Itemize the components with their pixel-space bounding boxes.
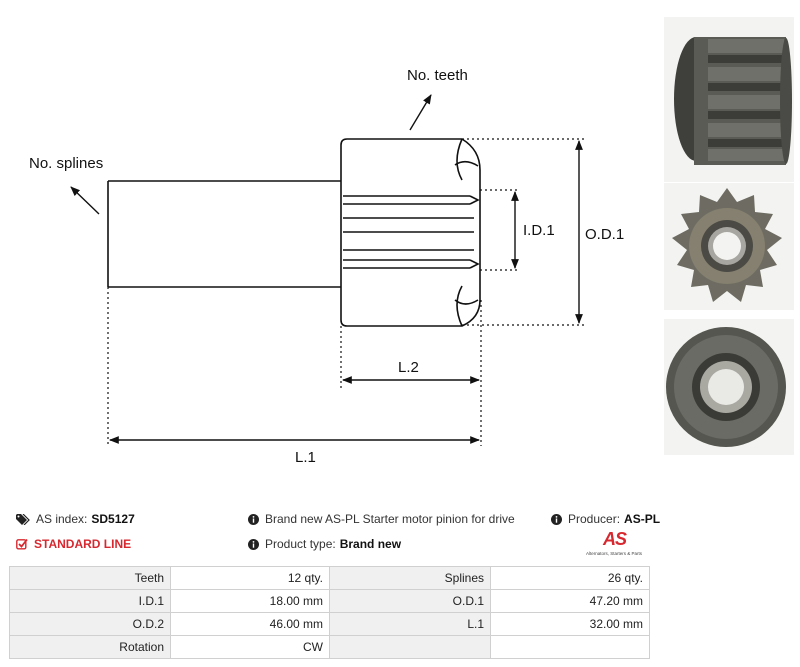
table-row: Teeth 12 qty. Splines 26 qty.	[9, 566, 650, 590]
no-splines-label: No. splines	[29, 155, 103, 172]
logo-tagline: Alternators, Starters & Parts	[586, 551, 643, 556]
spec-label: O.D.1	[329, 589, 491, 613]
spec-value: 18.00 mm	[170, 589, 330, 613]
l2-label: L.2	[398, 359, 419, 376]
spec-value: 12 qty.	[170, 566, 330, 590]
product-type-row: Product type: Brand new	[248, 537, 401, 551]
spec-label: Rotation	[9, 635, 171, 659]
spec-value	[490, 635, 650, 659]
product-photo-back[interactable]	[664, 319, 794, 455]
as-index-value: SD5127	[91, 512, 135, 526]
product-photo-side[interactable]	[664, 17, 794, 182]
description-text: Brand new AS-PL Starter motor pinion for…	[265, 512, 515, 526]
table-row: O.D.2 46.00 mm L.1 32.00 mm	[9, 612, 650, 636]
spec-label: Teeth	[9, 566, 171, 590]
product-type-value: Brand new	[339, 537, 402, 551]
l1-label: L.1	[295, 449, 316, 466]
as-pl-logo: AS Alternators, Starters & Parts	[586, 529, 652, 559]
spec-value: 32.00 mm	[490, 612, 650, 636]
info-circle-icon	[551, 513, 562, 525]
pinion-technical-drawing: No. teeth No. splines I.D.1 O.D.1 L.2 L.…	[29, 67, 624, 466]
as-index-label: AS index:	[36, 512, 88, 526]
spec-table: Teeth 12 qty. Splines 26 qty. I.D.1 18.0…	[9, 566, 650, 659]
info-circle-icon	[248, 513, 259, 525]
spec-value: 46.00 mm	[170, 612, 330, 636]
spec-value: 47.20 mm	[490, 589, 650, 613]
spec-label	[329, 635, 491, 659]
check-square-icon	[16, 538, 28, 550]
spec-value: CW	[170, 635, 330, 659]
product-photo-front[interactable]	[664, 183, 794, 310]
spec-label: I.D.1	[9, 589, 171, 613]
product-type-label: Product type:	[265, 537, 336, 551]
no-teeth-label: No. teeth	[407, 67, 468, 84]
info-circle-icon	[248, 538, 259, 550]
shaft-outline	[107, 180, 341, 288]
spec-label: Splines	[329, 566, 491, 590]
logo-mark: AS	[603, 529, 627, 549]
standard-line-label: STANDARD LINE	[34, 537, 132, 551]
pinion-head-outline	[340, 138, 481, 327]
producer-value: AS-PL	[624, 512, 661, 526]
table-row: Rotation CW	[9, 635, 650, 659]
extension-lines	[107, 138, 584, 446]
description-row: Brand new AS-PL Starter motor pinion for…	[248, 512, 515, 526]
table-row: I.D.1 18.00 mm O.D.1 47.20 mm	[9, 589, 650, 613]
dimension-lines	[70, 94, 583, 444]
producer-row: Producer: AS-PL	[551, 512, 660, 526]
standard-line-row: STANDARD LINE	[16, 537, 131, 551]
as-index-row: AS index: SD5127	[16, 512, 135, 526]
od1-label: O.D.1	[585, 226, 624, 243]
spec-label: O.D.2	[9, 612, 171, 636]
id1-label: I.D.1	[523, 222, 555, 239]
producer-label: Producer:	[568, 512, 621, 526]
spec-value: 26 qty.	[490, 566, 650, 590]
spec-label: L.1	[329, 612, 491, 636]
tags-icon	[16, 513, 30, 525]
